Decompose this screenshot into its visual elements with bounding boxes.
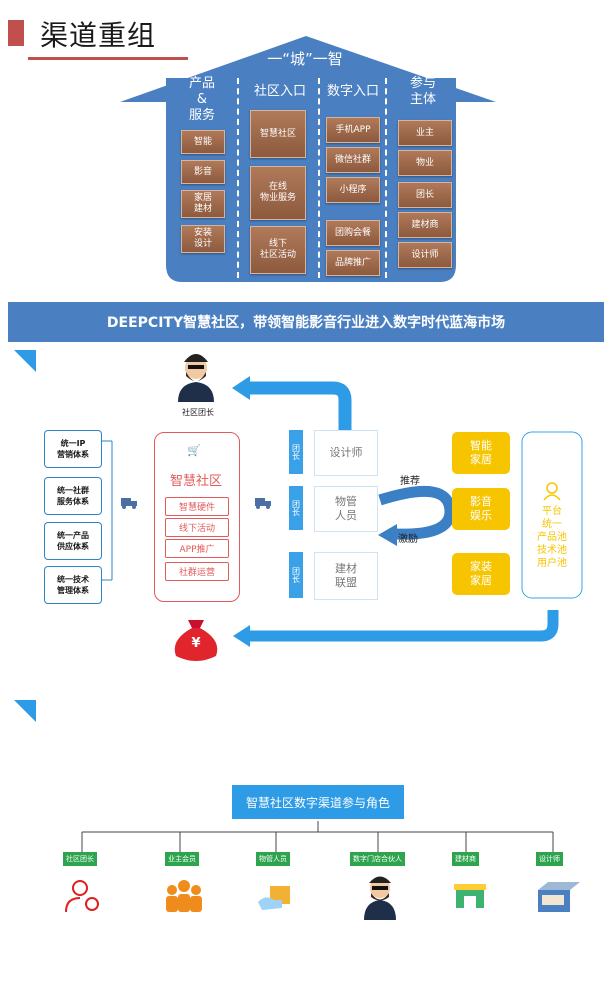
hub-item: 线下活动 — [165, 518, 229, 537]
org-role-label: 建材商 — [452, 852, 479, 866]
designer-toolbox-icon — [538, 882, 580, 912]
column-title-digital: 数字入口 — [326, 84, 379, 99]
cart-icon: 🛒 — [187, 444, 201, 457]
org-role-label: 社区团长 — [63, 852, 97, 866]
org-role-label: 数字门店合伙人 — [350, 852, 405, 866]
leader-tag: 团长 — [289, 552, 303, 598]
hub-item: 智慧硬件 — [165, 497, 229, 516]
house-item: 家居 建材 — [181, 190, 225, 218]
house-item: 安装 设计 — [181, 225, 225, 253]
building-materials-store-icon — [454, 884, 486, 908]
org-role-label: 物管人员 — [256, 852, 290, 866]
recommend-arrow-head — [378, 524, 397, 546]
platform-box — [521, 431, 583, 599]
house-item: 小程序 — [326, 177, 380, 203]
corner-decoration — [14, 350, 36, 372]
org-chart — [14, 700, 580, 920]
column-title-community: 社区入口 — [253, 84, 306, 99]
platform-icon — [543, 482, 561, 501]
house-item: 物业 — [398, 150, 452, 176]
leader-label: 社区团长 — [182, 408, 214, 417]
hub-item: 社群运营 — [165, 562, 229, 581]
flow-diagram — [14, 350, 583, 661]
leader-tag: 团长 — [289, 486, 303, 530]
category-box: 影音 娱乐 — [452, 488, 510, 530]
house-roof-title: 一“城”一智 — [267, 50, 343, 68]
house-item: 团长 — [398, 182, 452, 208]
role-box: 物管 人员 — [314, 486, 378, 532]
leader-badge-icon — [65, 880, 99, 913]
recommend-label: 推荐 — [400, 476, 420, 487]
column-title-participants: 参与 主体 — [409, 76, 436, 107]
role-box: 设计师 — [314, 430, 378, 476]
title-underline — [28, 57, 188, 60]
category-box: 家装 家居 — [452, 553, 510, 595]
members-group-icon — [166, 880, 202, 912]
return-arrow-bottom-head — [233, 625, 250, 647]
org-role-label: 设计师 — [536, 852, 563, 866]
house-diagram — [120, 36, 496, 282]
slogan-banner: DEEPCITY智慧社区，带领智能影音行业进入数字时代蓝海市场 — [8, 302, 604, 342]
title-accent-bar — [8, 20, 24, 46]
money-bag-icon — [174, 620, 218, 661]
community-leader-avatar — [178, 354, 214, 402]
store-partner-avatar — [364, 876, 396, 920]
hub-item: APP推广 — [165, 539, 229, 558]
truck-icon — [121, 498, 137, 509]
system-box: 统一IP 营销体系 — [44, 430, 102, 468]
column-divider — [237, 78, 239, 278]
role-box: 建材 联盟 — [314, 552, 378, 600]
house-item: 团购会餐 — [326, 220, 380, 246]
system-box: 统一社群 服务体系 — [44, 477, 102, 515]
page-title: 渠道重组 — [40, 19, 157, 52]
house-item: 在线 物业服务 — [250, 166, 306, 220]
corner-decoration — [14, 700, 36, 722]
column-title-products: 产品 & 服务 — [188, 76, 215, 123]
org-role-label: 业主会员 — [165, 852, 199, 866]
return-arrow-bottom — [250, 610, 559, 642]
return-arrow-top-head — [232, 376, 250, 400]
org-root: 智慧社区数字渠道参与角色 — [232, 785, 404, 819]
house-item: 微信社群 — [326, 147, 380, 173]
house-item: 品牌推广 — [326, 250, 380, 276]
house-item: 设计师 — [398, 242, 452, 268]
column-divider — [385, 78, 387, 278]
house-item: 智慧社区 — [250, 110, 306, 158]
return-arrow-top — [250, 381, 352, 430]
leader-tag: 团长 — [289, 430, 303, 474]
property-staff-icon — [258, 886, 290, 910]
system-box: 统一技术 管理体系 — [44, 566, 102, 604]
house-item: 业主 — [398, 120, 452, 146]
category-box: 智能 家居 — [452, 432, 510, 474]
system-box: 统一产品 供应体系 — [44, 522, 102, 560]
recommend-arrow — [378, 485, 456, 540]
house-item: 建材商 — [398, 212, 452, 238]
money-symbol: ¥ — [191, 636, 201, 651]
house-item: 智能 — [181, 130, 225, 154]
house-item: 线下 社区活动 — [250, 226, 306, 274]
house-item: 影音 — [181, 160, 225, 184]
incentive-label: 激励 — [398, 534, 418, 545]
house-item: 手机APP — [326, 117, 380, 143]
column-divider — [318, 78, 320, 278]
truck-icon — [255, 498, 271, 509]
hub-title: 智慧社区 — [169, 474, 222, 489]
platform-text: 平台 统一 产品池 技术池 用户池 — [537, 506, 567, 569]
